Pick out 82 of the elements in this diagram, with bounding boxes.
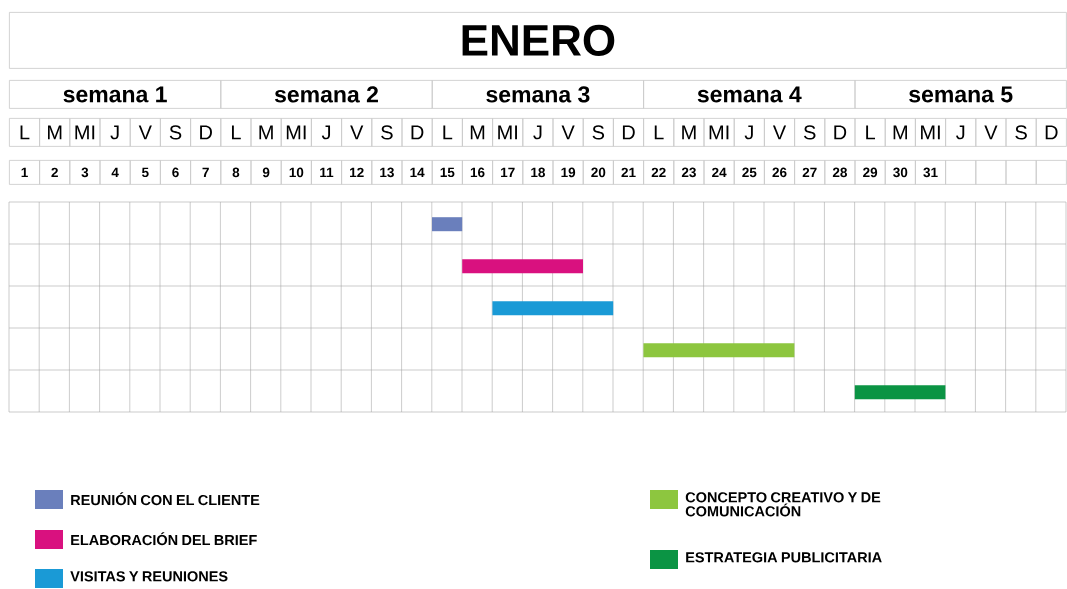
weekday-cell: MI xyxy=(703,118,735,147)
date-cell: 29 xyxy=(854,160,886,185)
weekday-cell: V xyxy=(552,118,584,147)
week-header: semana 2 xyxy=(220,80,433,109)
task-bar xyxy=(854,385,946,400)
date-cell: 22 xyxy=(643,160,675,185)
weekday-cell: M xyxy=(462,118,493,147)
week-header: semana 4 xyxy=(643,80,856,109)
legend-label: VISITAS Y REUNIONES xyxy=(70,571,228,582)
weekday-cell: J xyxy=(733,118,765,147)
weekday-cell: V xyxy=(764,118,795,147)
weekday-cell: M xyxy=(39,118,71,147)
date-cell: 14 xyxy=(401,160,433,185)
weekday-cell: J xyxy=(945,118,977,147)
weekday-cell: D xyxy=(190,118,222,147)
date-cell: 5 xyxy=(129,160,161,185)
date-cell: 18 xyxy=(522,160,554,185)
weekday-cell: J xyxy=(99,118,131,147)
legend-label: ELABORACIÓN DEL BRIEF xyxy=(71,532,257,546)
weekday-cell: M xyxy=(884,118,916,147)
date-cell: 17 xyxy=(492,160,524,185)
week-header: semana 3 xyxy=(431,80,644,109)
date-cell: 25 xyxy=(733,160,765,185)
weekday-cell: L xyxy=(643,118,675,147)
weekday-cell: J xyxy=(522,118,554,147)
legend-label: CONCEPTO CREATIVO Y DE COMUNICACIÓN xyxy=(685,492,881,517)
date-cell: 6 xyxy=(160,160,191,185)
weekday-cell: MI xyxy=(915,118,946,147)
date-cell: 19 xyxy=(552,160,584,185)
week-header: semana 1 xyxy=(9,80,222,109)
weekday-cell: L xyxy=(431,118,463,147)
weekday-cell: J xyxy=(311,118,342,147)
date-cell: 12 xyxy=(341,160,373,185)
date-cell: 15 xyxy=(431,160,463,185)
date-cell: 8 xyxy=(220,160,252,185)
date-cell: 26 xyxy=(764,160,795,185)
month-header: ENERO xyxy=(9,12,1067,69)
date-cell: 21 xyxy=(613,160,644,185)
date-cell: 24 xyxy=(703,160,735,185)
weekday-cell: D xyxy=(401,118,433,147)
weekday-cell: L xyxy=(854,118,886,147)
date-cell: 31 xyxy=(915,160,946,185)
date-cell: 28 xyxy=(824,160,856,185)
date-cell: 7 xyxy=(190,160,222,185)
task-bar xyxy=(643,343,795,358)
date-cell: 16 xyxy=(462,160,493,185)
weekday-cell: S xyxy=(1005,118,1037,147)
legend-label: REUNIÓN CON EL CLIENTE xyxy=(71,492,260,506)
weekday-cell: S xyxy=(794,118,826,147)
weekday-cell: M xyxy=(250,118,282,147)
weekday-cell: V xyxy=(341,118,373,147)
weekday-cell: D xyxy=(824,118,856,147)
date-cell: 23 xyxy=(673,160,705,185)
task-bar xyxy=(432,217,463,232)
weekday-cell: L xyxy=(9,118,40,147)
weekday-cell: V xyxy=(975,118,1007,147)
date-cell: 1 xyxy=(9,160,40,185)
date-cell: 3 xyxy=(69,160,101,185)
date-cell: 9 xyxy=(250,160,282,185)
weekday-cell: S xyxy=(160,118,191,147)
weekday-cell: M xyxy=(673,118,705,147)
weekday-cell: S xyxy=(371,118,403,147)
weekday-cell: S xyxy=(582,118,614,147)
weekday-cell: MI xyxy=(69,118,101,147)
date-cell: 20 xyxy=(582,160,614,185)
task-bar xyxy=(492,301,614,316)
date-cell: 2 xyxy=(39,160,71,185)
date-cell: 30 xyxy=(884,160,916,185)
weekday-cell: D xyxy=(1035,118,1067,147)
date-cell: 4 xyxy=(99,160,131,185)
date-cell: 13 xyxy=(371,160,403,185)
date-cell: 27 xyxy=(794,160,826,185)
task-bar xyxy=(462,259,583,274)
legend-label: ESTRATEGIA PUBLICITARIA xyxy=(686,552,882,563)
date-cell: 11 xyxy=(311,160,342,185)
week-header: semana 5 xyxy=(854,80,1067,109)
weekday-cell: MI xyxy=(492,118,524,147)
weekday-cell: MI xyxy=(280,118,312,147)
weekday-cell: L xyxy=(220,118,252,147)
date-cell: 10 xyxy=(280,160,312,185)
weekday-cell: D xyxy=(613,118,644,147)
weekday-cell: V xyxy=(129,118,161,147)
